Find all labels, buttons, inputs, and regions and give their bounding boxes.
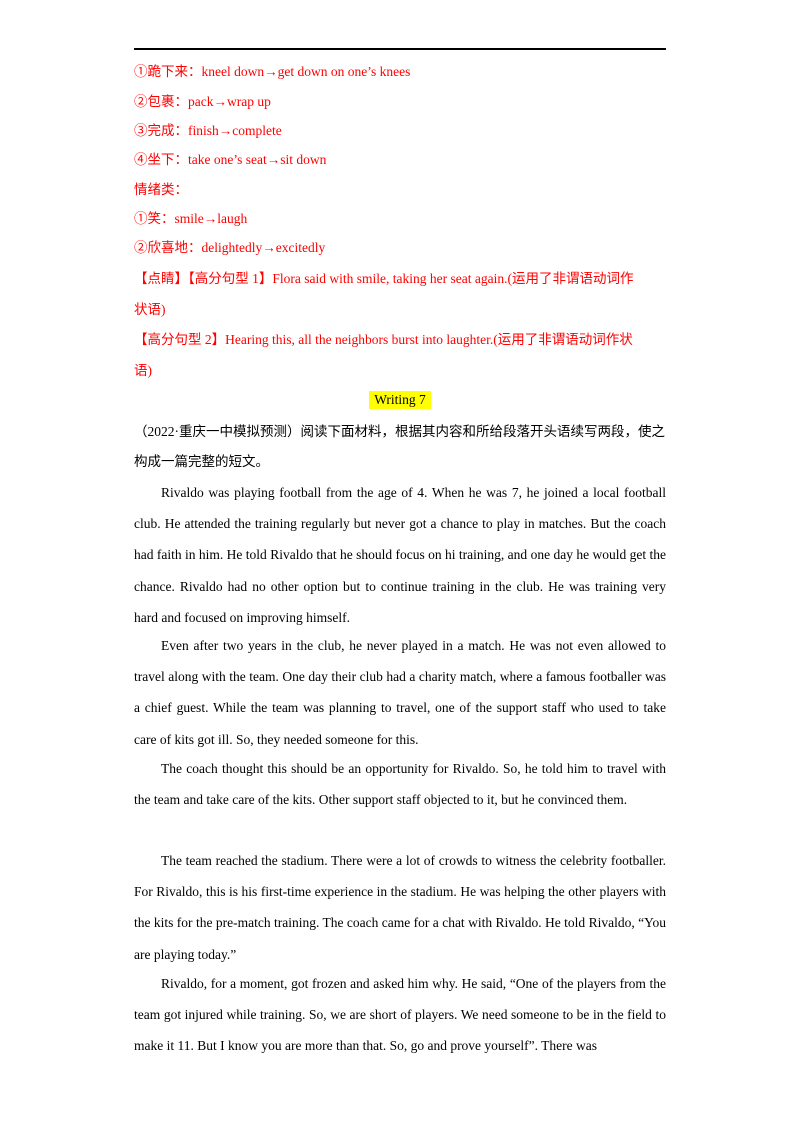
high-score-sentence-1: 【点睛】【高分句型 1】Flora said with smile, takin… <box>134 271 634 286</box>
vocab-line-5: ①笑：smile→laugh <box>134 211 248 226</box>
high-score-sentence-2: 【高分句型 2】Hearing this, all the neighbors … <box>134 332 633 347</box>
story-paragraph-5: Rivaldo, for a moment, got frozen and as… <box>134 976 666 1054</box>
vocab-line-2: ②包裹：pack→wrap up <box>134 94 271 109</box>
section-title: Writing 7 <box>369 391 431 409</box>
vocab-category: 情绪类： <box>134 182 188 197</box>
vocab-line-4: ④坐下：take one’s seat→sit down <box>134 152 327 167</box>
vocab-line-3: ③完成：finish→complete <box>134 123 282 138</box>
story-paragraph-3: The coach thought this should be an oppo… <box>134 761 666 808</box>
header-rule <box>134 48 666 50</box>
story-paragraph-1: Rivaldo was playing football from the ag… <box>134 485 666 625</box>
vocab-line-6: ②欣喜地：delightedly→excitedly <box>134 240 326 255</box>
story-paragraph-4: The team reached the stadium. There were… <box>134 853 666 962</box>
high-score-sentence-1-cont: 状语) <box>134 302 166 317</box>
task-instruction: （2022·重庆一中模拟预测）阅读下面材料，根据其内容和所给段落开头语续写两段，… <box>134 424 665 469</box>
story-paragraph-2: Even after two years in the club, he nev… <box>134 638 666 747</box>
high-score-sentence-2-cont: 语) <box>134 363 152 378</box>
vocab-line-1: ①跪下来：kneel down→get down on one’s knees <box>134 64 411 79</box>
